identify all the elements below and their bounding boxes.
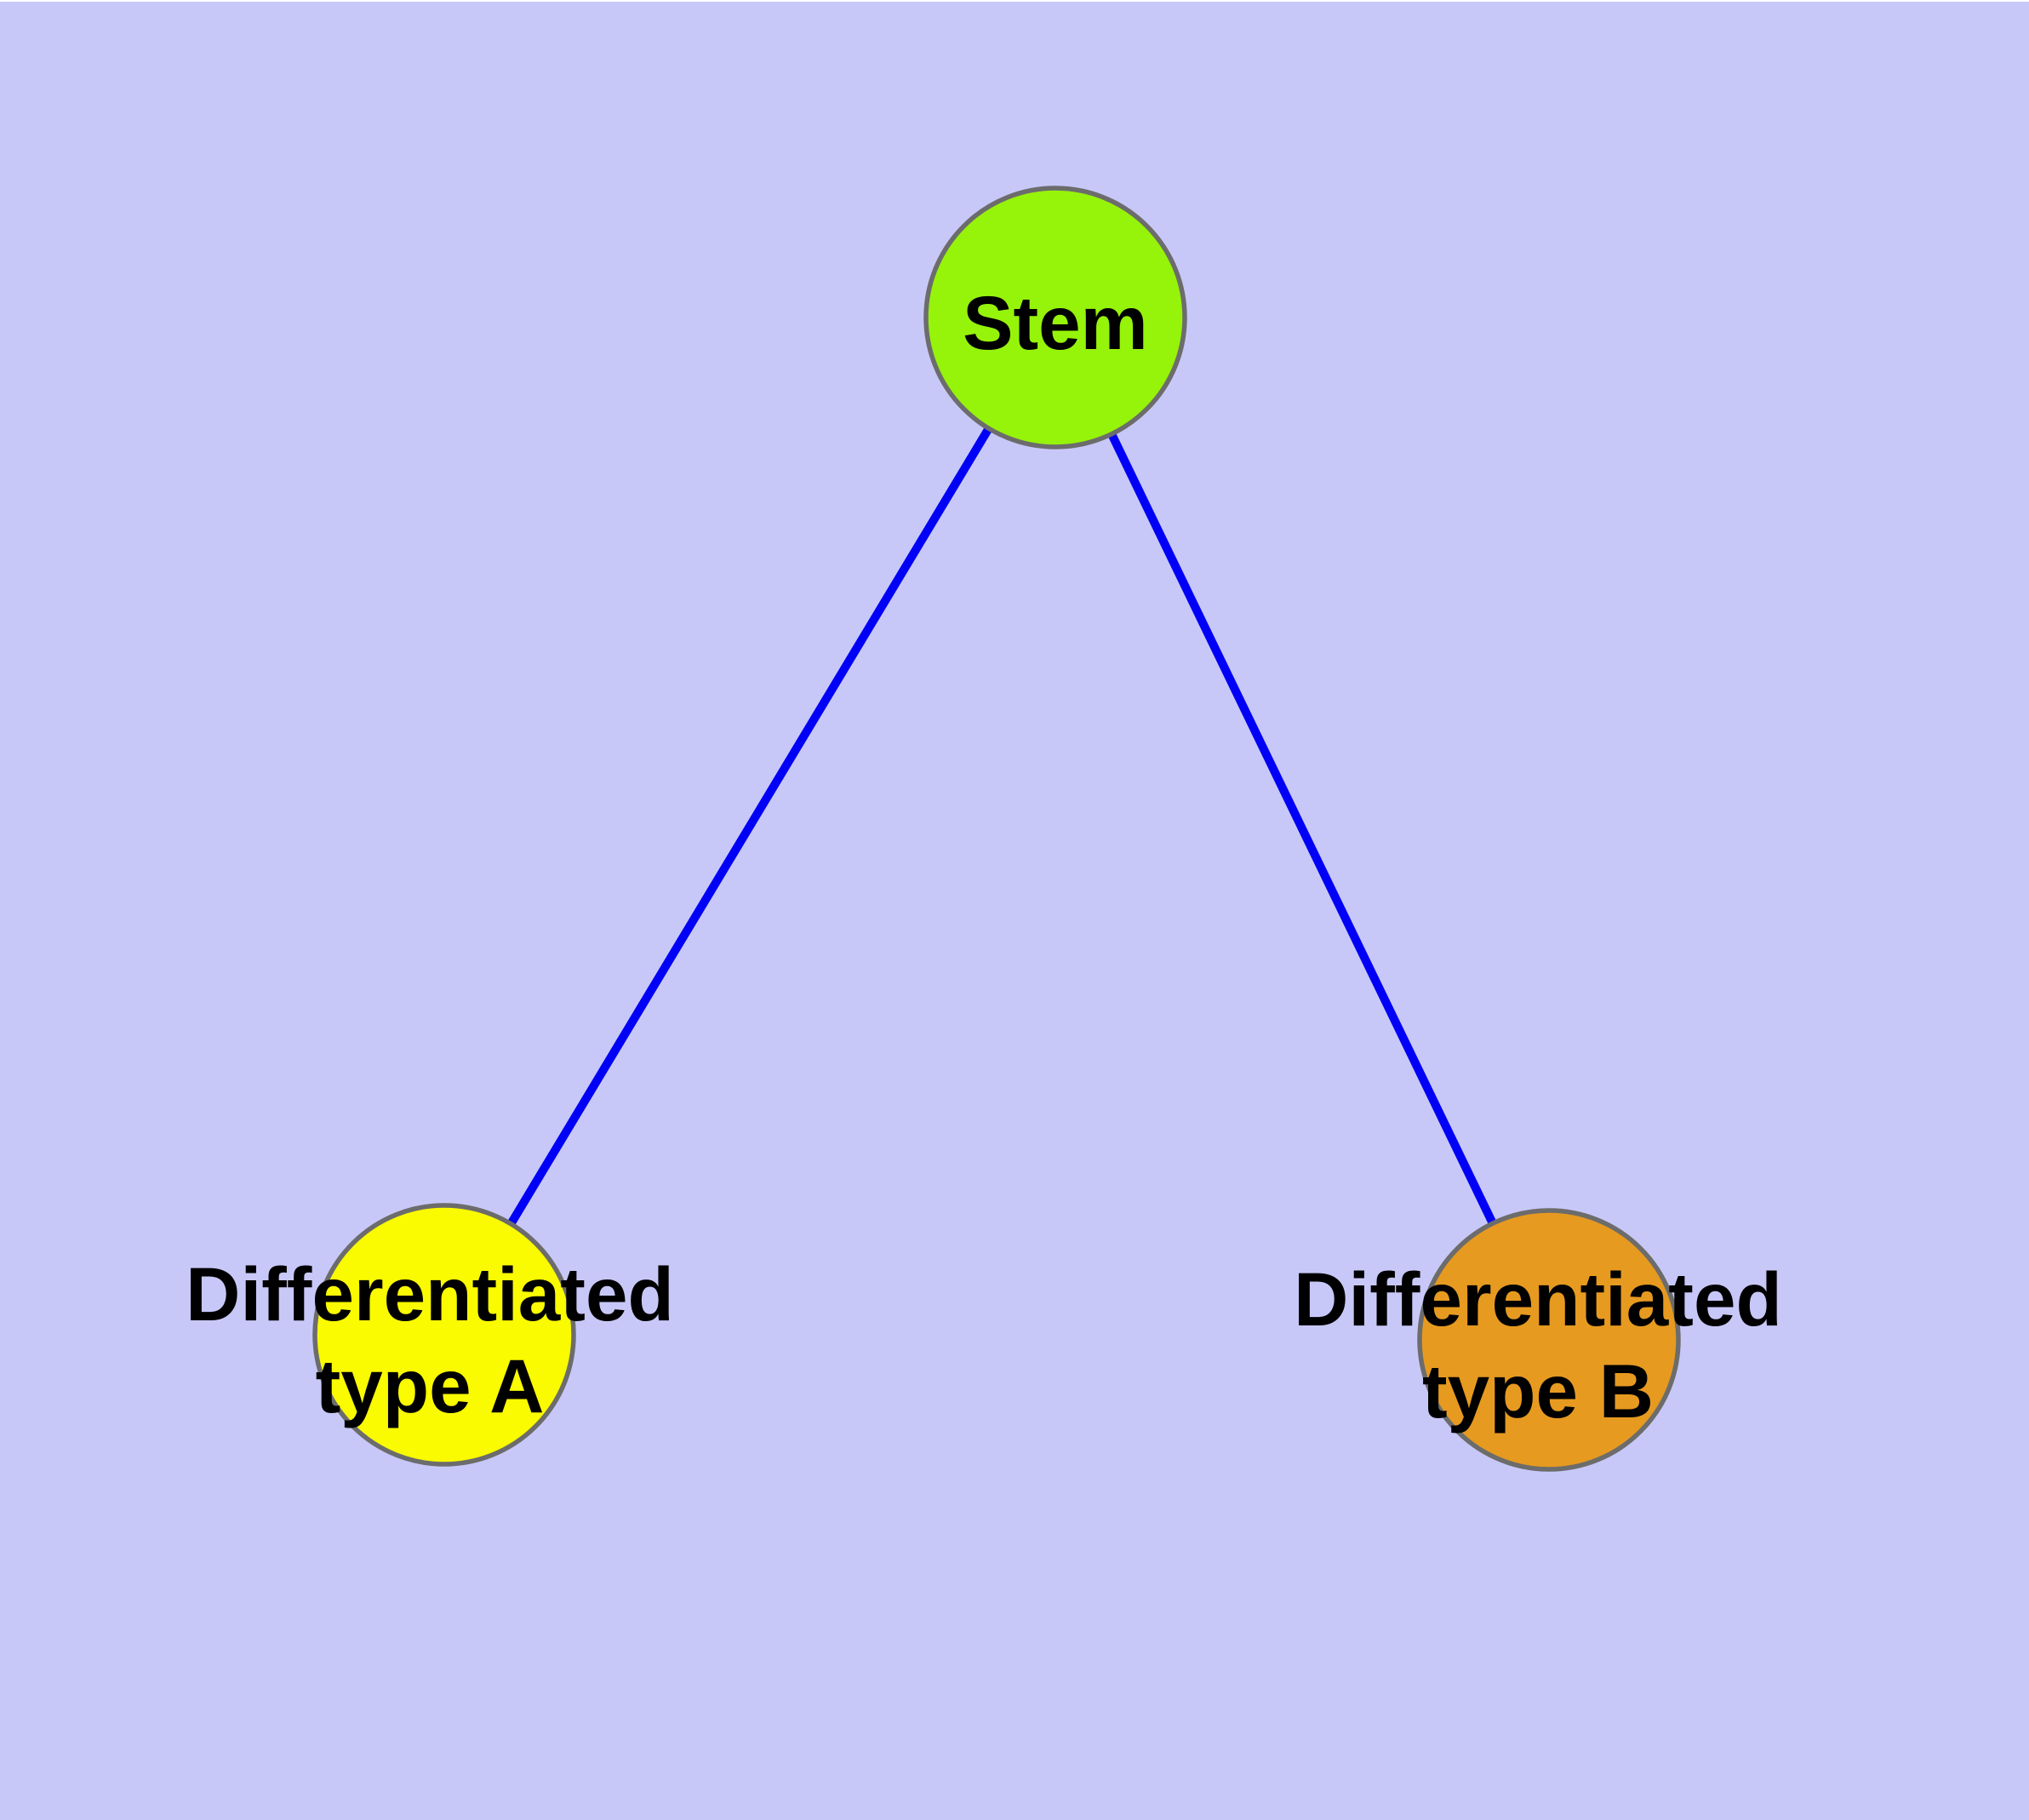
node-differentiated-type-b: Differentiated type B [1294,1208,1782,1472]
node-stem: Stem [923,186,1187,449]
edges [440,315,1553,1342]
node-stem-label: Stem [963,280,1148,365]
node-differentiated-type-b-label-line2: type B [1422,1348,1654,1434]
edge-stem-to-type-a [440,315,1060,1337]
node-differentiated-type-b-label-line1: Differentiated [1294,1256,1782,1342]
node-stem-circle [923,186,1187,449]
node-differentiated-type-a-circle [312,1203,576,1467]
node-differentiated-type-b-circle [1417,1208,1681,1472]
top-margin-strip [0,0,2029,2]
edge-stem-to-type-b [1051,315,1553,1342]
node-differentiated-type-a-label-line2: type A [316,1343,545,1428]
node-differentiated-type-a-label-line1: Differentiated [186,1251,674,1336]
node-differentiated-type-a: Differentiated type A [186,1203,674,1467]
